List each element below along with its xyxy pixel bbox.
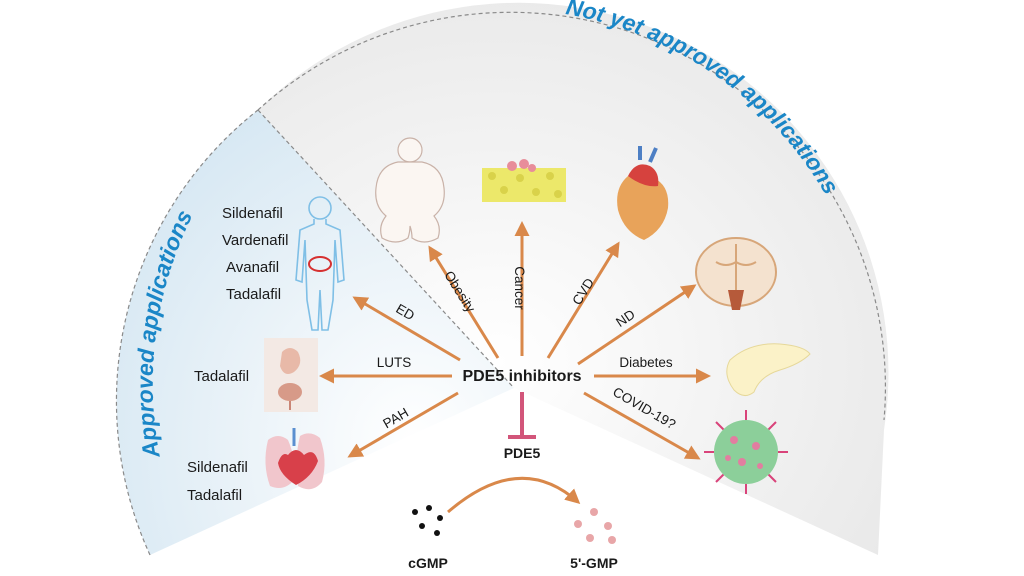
brain-icon xyxy=(695,237,777,310)
pah-drug-2: Tadalafil xyxy=(187,487,242,504)
label-diabetes: Diabetes xyxy=(619,355,673,370)
pde5-label: PDE5 xyxy=(504,445,541,461)
5gmp-label: 5'-GMP xyxy=(570,555,618,571)
approved-region-border xyxy=(115,109,259,556)
approved-region xyxy=(116,110,514,555)
arrow-covid xyxy=(583,391,701,460)
arrow-cvd xyxy=(546,241,620,359)
ed-drug-3: Avanafil xyxy=(226,259,279,276)
label-luts: LUTS xyxy=(377,355,412,370)
luts-drug-1: Tadalafil xyxy=(194,368,249,385)
not-approved-region-border xyxy=(257,11,887,421)
tissue-cells-icon xyxy=(482,159,566,202)
cgmp-molecules xyxy=(412,505,443,536)
urinary-tract-icon xyxy=(264,338,318,412)
ed-drug-4: Tadalafil xyxy=(226,286,281,303)
arrow-nd xyxy=(577,284,697,366)
obese-body-icon xyxy=(375,137,445,243)
pde5-inhibitors-label: PDE5 inhibitors xyxy=(462,368,581,385)
pancreas-icon xyxy=(726,343,811,396)
arrow-cgmp-to-5gmp xyxy=(447,476,581,514)
label-cancer: Cancer xyxy=(512,266,527,310)
inhibition-symbol xyxy=(508,392,536,439)
arrow-obesity xyxy=(428,245,500,359)
5gmp-molecules xyxy=(574,508,616,544)
cgmp-label: cGMP xyxy=(408,555,448,571)
pah-drug-1: Sildenafil xyxy=(187,459,248,476)
ed-drug-1: Sildenafil xyxy=(222,205,283,222)
male-body-icon xyxy=(295,196,345,331)
ed-drug-2: Vardenafil xyxy=(222,232,288,249)
virus-icon xyxy=(704,410,788,494)
lungs-heart-icon xyxy=(265,428,325,490)
arrow-ed xyxy=(352,296,461,362)
heart-icon xyxy=(617,146,669,240)
arrow-pah xyxy=(347,391,459,458)
